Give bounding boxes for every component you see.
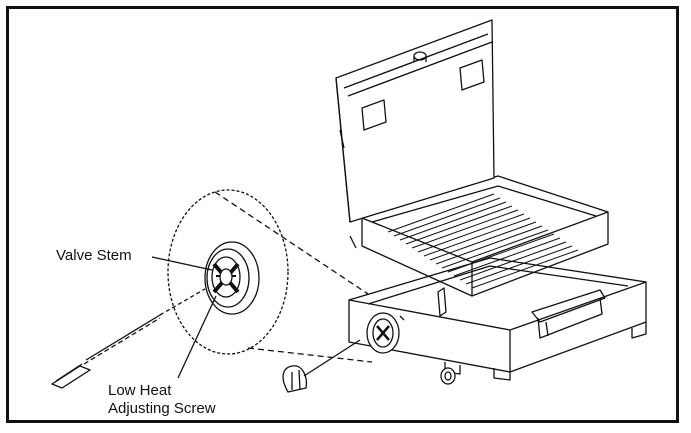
callout-line-top xyxy=(214,191,381,303)
detail-callout-circle xyxy=(167,189,289,355)
low-heat-label: Low Heat xyxy=(108,382,172,399)
valve-closeup xyxy=(204,241,260,315)
valve-stem-leader xyxy=(151,256,213,271)
adjusting-screw-leader xyxy=(177,295,217,379)
knob-cap xyxy=(282,339,361,393)
griddle-base xyxy=(348,257,647,381)
adjusting-screw-label: Adjusting Screw xyxy=(108,400,216,417)
screwdriver xyxy=(51,288,206,389)
grill-grates xyxy=(387,193,579,289)
control-knob xyxy=(366,312,405,354)
griddle-lid xyxy=(335,19,495,249)
gas-fitting xyxy=(440,367,456,385)
valve-stem-label: Valve Stem xyxy=(56,247,132,264)
callout-line-bottom xyxy=(247,347,373,363)
lid-strut xyxy=(437,287,447,317)
